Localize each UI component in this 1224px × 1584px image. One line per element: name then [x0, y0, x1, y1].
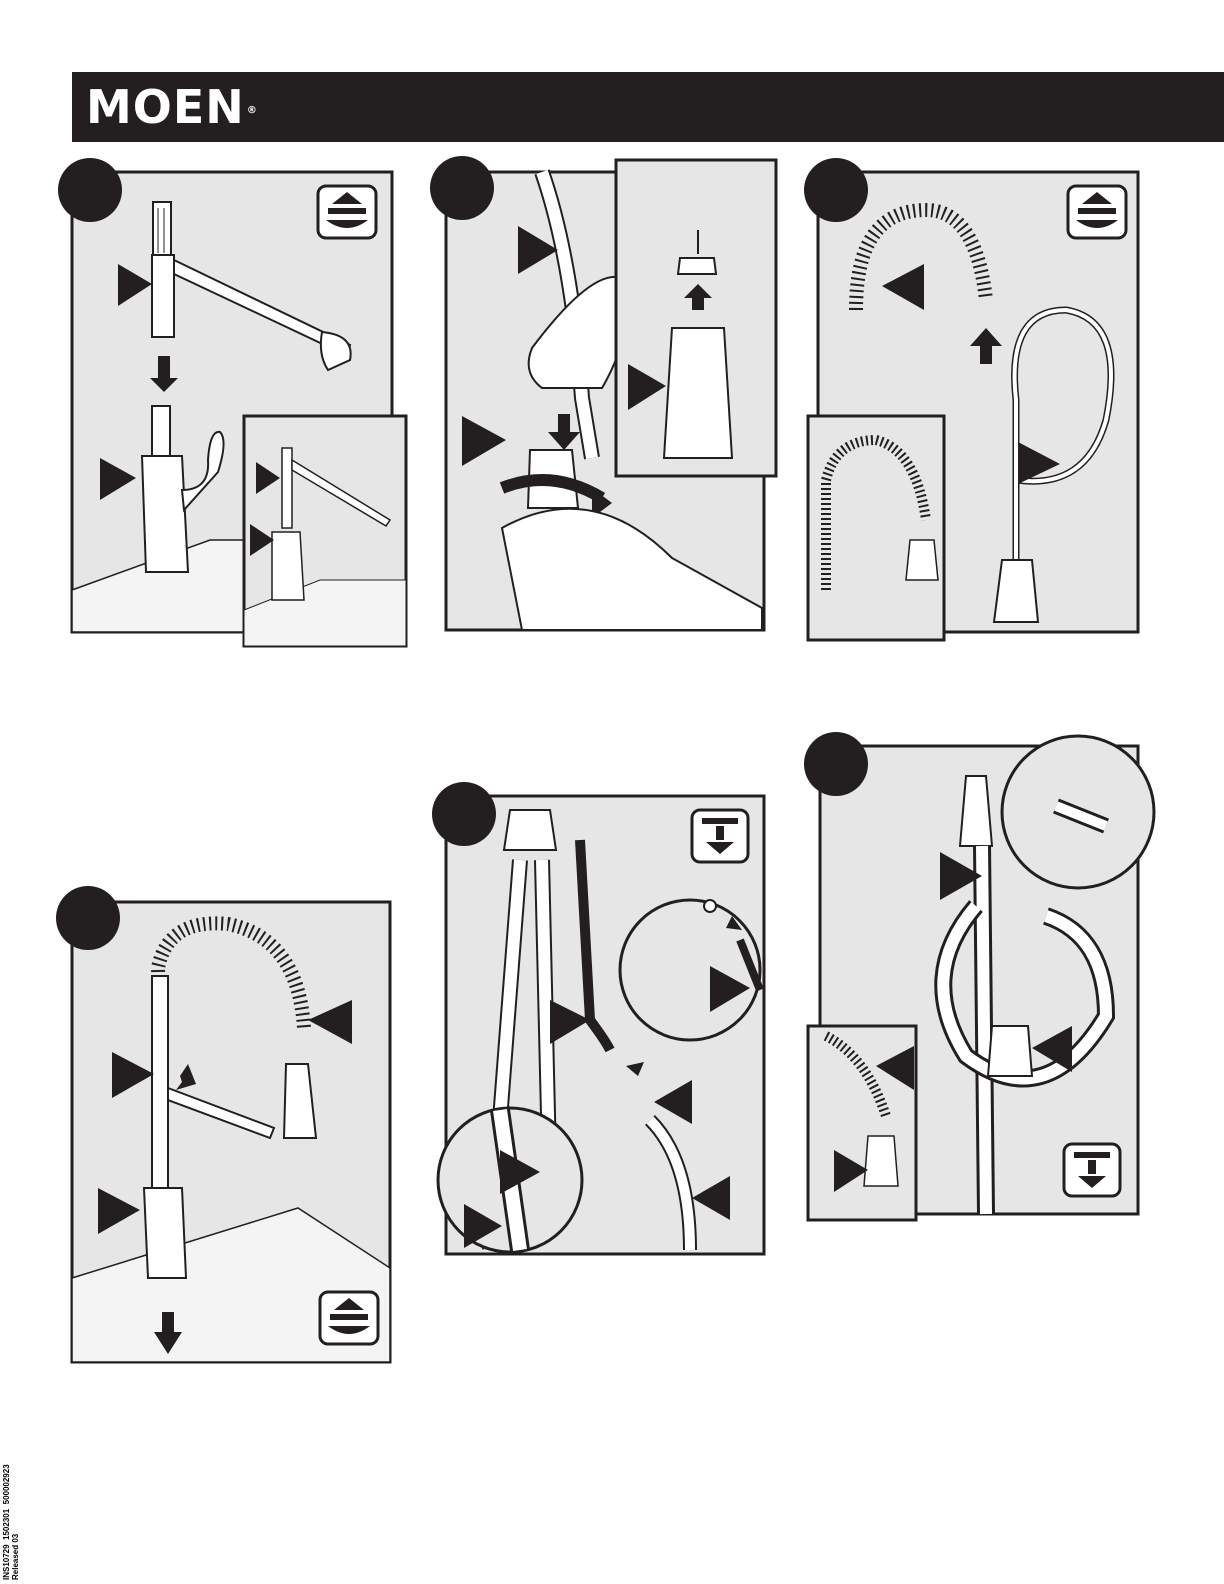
- panel-2-illustration: [432, 158, 782, 638]
- header-bar: MOEN®: [72, 72, 1224, 142]
- water-off-icon: [1064, 1144, 1120, 1196]
- water-on-icon: [1068, 186, 1126, 238]
- step-number-circle: [432, 782, 496, 846]
- panel-5-illustration: [430, 780, 780, 1260]
- panel-6-illustration: [806, 736, 1156, 1226]
- panel-3-illustration: [806, 160, 1156, 650]
- panel-step-2: [432, 158, 782, 638]
- panel-step-5: [430, 780, 780, 1260]
- panel-step-4: [58, 888, 408, 1378]
- step-number-circle: [56, 886, 120, 950]
- panel-4-illustration: [58, 888, 408, 1378]
- panel-step-3: [806, 160, 1156, 650]
- panel-step-1: [60, 160, 410, 650]
- water-on-icon: [318, 186, 376, 238]
- step-number-circle: [804, 158, 868, 222]
- panel-1-illustration: [60, 160, 410, 650]
- footer-document-code: INS10729 1502301 500002923 Released 03: [2, 1464, 20, 1580]
- moen-logo: MOEN®: [86, 80, 258, 134]
- water-off-icon: [692, 810, 748, 862]
- water-on-icon: [320, 1292, 378, 1344]
- step-number-circle: [58, 158, 122, 222]
- step-number-circle: [430, 156, 494, 220]
- panel-step-6: [806, 736, 1156, 1226]
- step-number-circle: [804, 732, 868, 796]
